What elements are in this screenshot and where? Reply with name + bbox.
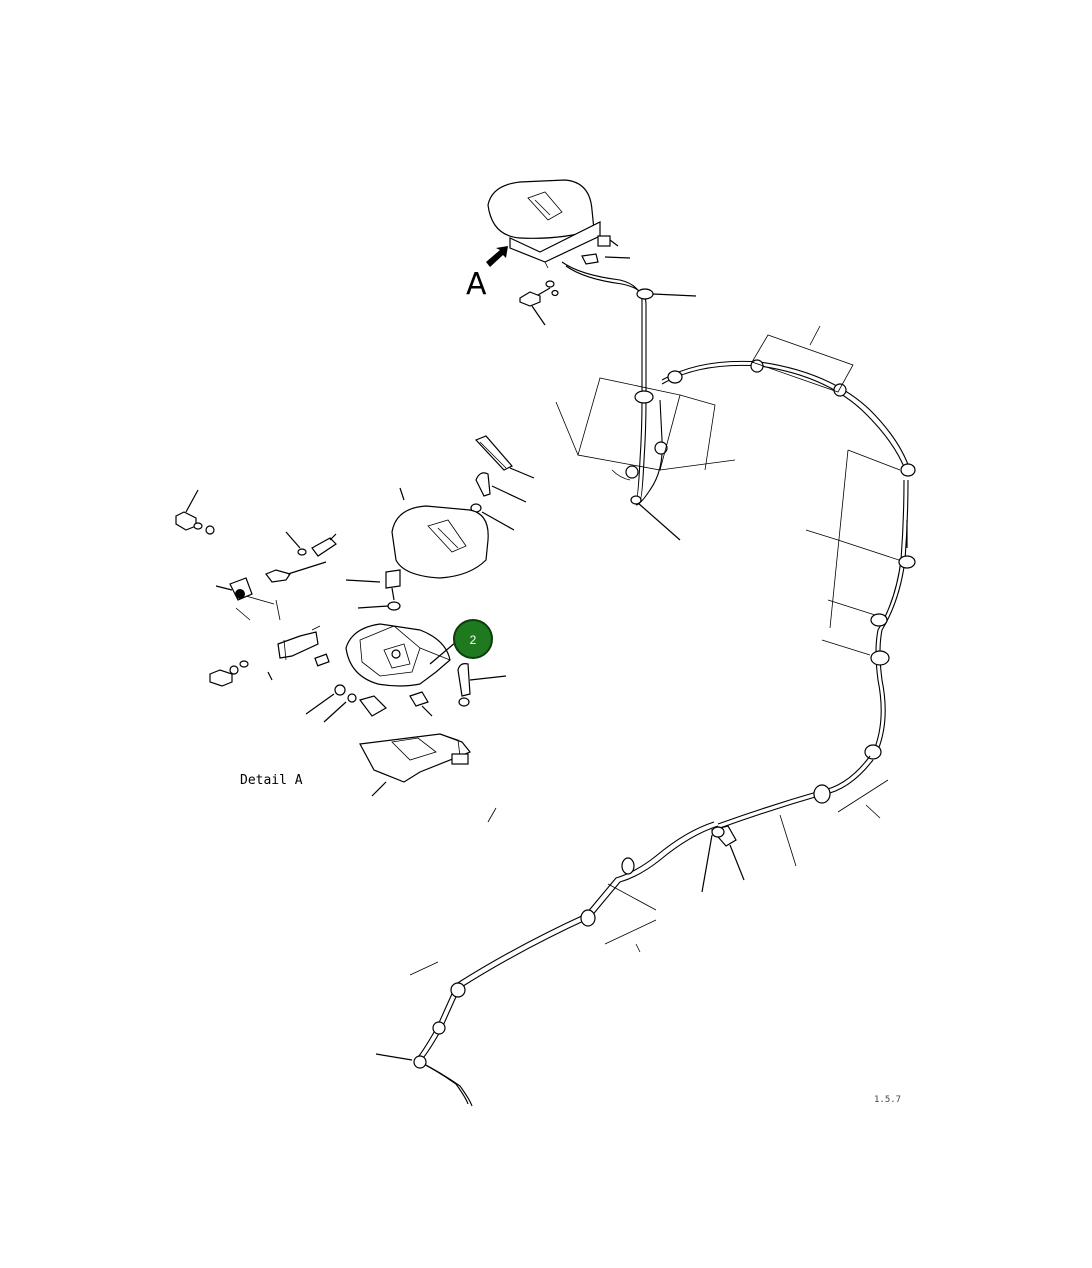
detail-a-exploded-view [175, 435, 535, 823]
view-arrow-icon [486, 246, 508, 267]
leader-brackets-upper [555, 325, 906, 656]
view-label: A [466, 267, 487, 302]
callout-2[interactable]: 2 [453, 619, 493, 659]
callout-number[interactable]: 2 [470, 633, 477, 647]
callout-circle[interactable] [453, 619, 493, 659]
right-cable-harness [701, 479, 916, 893]
upper-cable-harness [561, 261, 916, 541]
drawing-code: 1.5.7 [874, 1095, 901, 1105]
detail-a-label: Detail A [240, 773, 303, 788]
lower-cable-harness [375, 821, 719, 1107]
upper-console-assembly [487, 179, 631, 326]
